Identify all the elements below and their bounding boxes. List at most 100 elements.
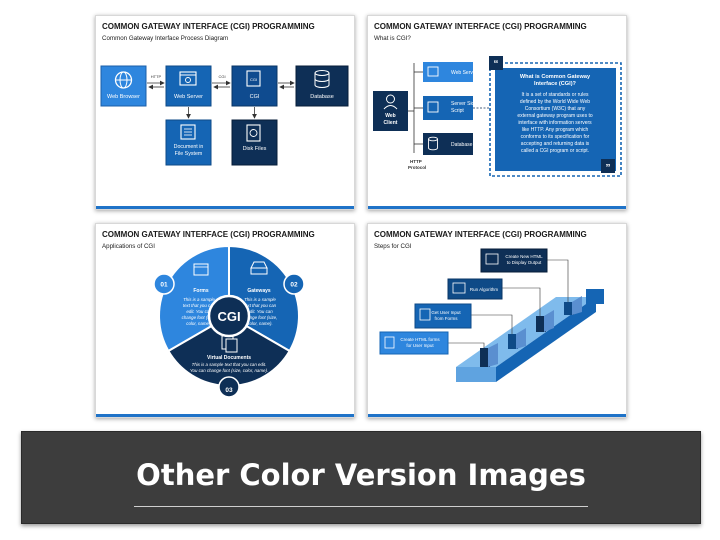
web-server-box: Web Server	[423, 62, 478, 82]
svg-text:Server Side: Server Side	[451, 101, 477, 107]
svg-text:Disk Files: Disk Files	[243, 146, 267, 152]
panel-text: It is a set of standards or rulesdefined…	[517, 92, 593, 154]
svg-text:Web Browser: Web Browser	[107, 94, 140, 100]
svg-text:03: 03	[225, 387, 233, 394]
svg-text:Database: Database	[310, 94, 334, 100]
text-line: This is a sample	[244, 297, 276, 302]
node-disk-files: Disk Files	[231, 119, 278, 166]
svg-text:to Display Output: to Display Output	[507, 260, 542, 265]
svg-text:Database: Database	[451, 142, 473, 148]
quote-close-icon	[601, 159, 615, 173]
definition-panel: “ ” What is Common Gateway Interface (CG…	[489, 56, 622, 177]
svg-text:What is Common Gateway: What is Common Gateway	[520, 74, 591, 80]
node-cgi: CGI CGI	[231, 65, 278, 107]
text-line: conforms to its specification for	[521, 134, 590, 140]
segment-virtual-documents: 03 Virtual Documents This is a sample te…	[167, 314, 291, 398]
slide-subtitle: What is CGI?	[374, 35, 411, 42]
svg-text:Forms: Forms	[193, 288, 209, 294]
server-side-script-box: Server Side Script	[423, 96, 477, 120]
svg-text:Client: Client	[384, 120, 398, 126]
text-line: text that you can	[183, 303, 216, 308]
svg-text:CGI: CGI	[250, 94, 260, 100]
node-database: Database	[295, 65, 349, 107]
text-line: This is a sample text that you can edit.	[192, 362, 267, 367]
slide-accent-bar	[368, 414, 626, 417]
svg-text:Interface (CGI)?: Interface (CGI)?	[534, 81, 577, 87]
svg-text:HTTP: HTTP	[410, 159, 422, 164]
slide-accent-bar	[96, 414, 354, 417]
text-line: It is a set of standards or rules	[522, 92, 589, 98]
quote-open-icon	[489, 56, 503, 70]
svg-text:Virtual Documents: Virtual Documents	[207, 355, 251, 361]
svg-text:Run Algorithm: Run Algorithm	[470, 287, 499, 292]
text-line: You can change font (size, color, name).	[190, 368, 268, 373]
text-line: change font (size,	[182, 315, 217, 320]
text-line: external gateway program uses to	[517, 113, 593, 119]
text-line: text that you can	[244, 303, 277, 308]
node-web-browser: Web Browser	[100, 65, 147, 107]
svg-text:Create New HTML: Create New HTML	[505, 254, 543, 259]
cgi-file-icon	[246, 70, 261, 87]
node-document-file-system: Document in File System	[165, 119, 212, 166]
text-line: defined by the World Wide Web	[520, 99, 590, 105]
text-line: Consortium (W3C) that any	[525, 106, 586, 112]
slide-accent-bar	[368, 206, 626, 209]
svg-text:Create HTML forms: Create HTML forms	[400, 337, 440, 342]
slide-applications-of-cgi[interactable]: COMMON GATEWAY INTERFACE (CGI) PROGRAMMI…	[95, 223, 355, 418]
svg-text:Protocol: Protocol	[408, 165, 426, 170]
svg-text:Web: Web	[385, 113, 395, 119]
svg-text:CGI: CGI	[217, 309, 240, 324]
monitor-icon	[485, 253, 499, 265]
step-2: Get User Input from Forms	[414, 303, 472, 329]
svg-text:CGI: CGI	[250, 77, 257, 82]
database-box: Database	[423, 133, 473, 155]
svg-text:Web Server: Web Server	[174, 94, 203, 100]
browser-icon	[427, 66, 439, 77]
banner-title: Other Color Version Images	[136, 458, 586, 492]
slide-subtitle: Steps for CGI	[374, 243, 412, 250]
slide-title: COMMON GATEWAY INTERFACE (CGI) PROGRAMMI…	[374, 230, 587, 239]
svg-text:Document in: Document in	[174, 144, 204, 150]
svg-text:CGI: CGI	[218, 74, 225, 79]
svg-text:Web Server: Web Server	[451, 70, 478, 76]
slide-what-is-cgi[interactable]: COMMON GATEWAY INTERFACE (CGI) PROGRAMMI…	[367, 15, 627, 210]
text-line: color, name).	[247, 321, 272, 326]
text-line: edit. You can	[247, 309, 273, 314]
svg-text:for User Input: for User Input	[406, 343, 434, 348]
text-line: accepting and returning data is	[521, 141, 590, 147]
slide-process-diagram[interactable]: COMMON GATEWAY INTERFACE (CGI) PROGRAMMI…	[95, 15, 355, 210]
slide-subtitle: Common Gateway Interface Process Diagram	[102, 35, 229, 42]
server-icon	[427, 101, 439, 113]
svg-text:File System: File System	[175, 151, 203, 157]
text-line: change font (size,	[243, 315, 278, 320]
text-line: called a CGI program or script.	[521, 148, 589, 154]
text-line: edit. You can	[186, 309, 212, 314]
text-line: like HTTP. Any program which	[522, 127, 589, 133]
svg-text:HTTP: HTTP	[151, 74, 162, 79]
step-4: Create New HTML to Display Output	[480, 248, 548, 273]
slide-subtitle: Applications of CGI	[102, 243, 155, 250]
svg-text:Script: Script	[451, 108, 464, 114]
svg-text:“: “	[494, 59, 499, 70]
text-line: This is a sample	[183, 297, 215, 302]
other-color-versions-banner[interactable]: Other Color Version Images	[21, 431, 701, 524]
what-is-cgi-diagram: Web Client HTTP Protocol Web Server Serv…	[373, 56, 622, 177]
step-1: Create HTML forms for User Input	[379, 331, 449, 355]
svg-text:Get User Input: Get User Input	[431, 310, 461, 315]
svg-text:01: 01	[160, 282, 168, 289]
process-diagram: Web Browser Web Server CGI CGI Database	[100, 65, 349, 166]
user-icon	[386, 94, 395, 104]
form-icon	[384, 336, 395, 349]
svg-text:from Forms: from Forms	[435, 316, 459, 321]
slide-title: COMMON GATEWAY INTERFACE (CGI) PROGRAMMI…	[374, 22, 587, 31]
svg-text:Gateways: Gateways	[247, 288, 271, 294]
slide-title: COMMON GATEWAY INTERFACE (CGI) PROGRAMMI…	[102, 22, 315, 31]
slide-title: COMMON GATEWAY INTERFACE (CGI) PROGRAMMI…	[102, 230, 315, 239]
slide-steps-for-cgi[interactable]: COMMON GATEWAY INTERFACE (CGI) PROGRAMMI…	[367, 223, 627, 418]
banner-divider	[134, 506, 588, 507]
steps-diagram: Create HTML forms for User Input Get Use…	[379, 248, 604, 382]
algorithm-icon	[452, 282, 466, 294]
server-window-icon	[179, 71, 197, 86]
svg-text:”: ”	[606, 163, 611, 174]
